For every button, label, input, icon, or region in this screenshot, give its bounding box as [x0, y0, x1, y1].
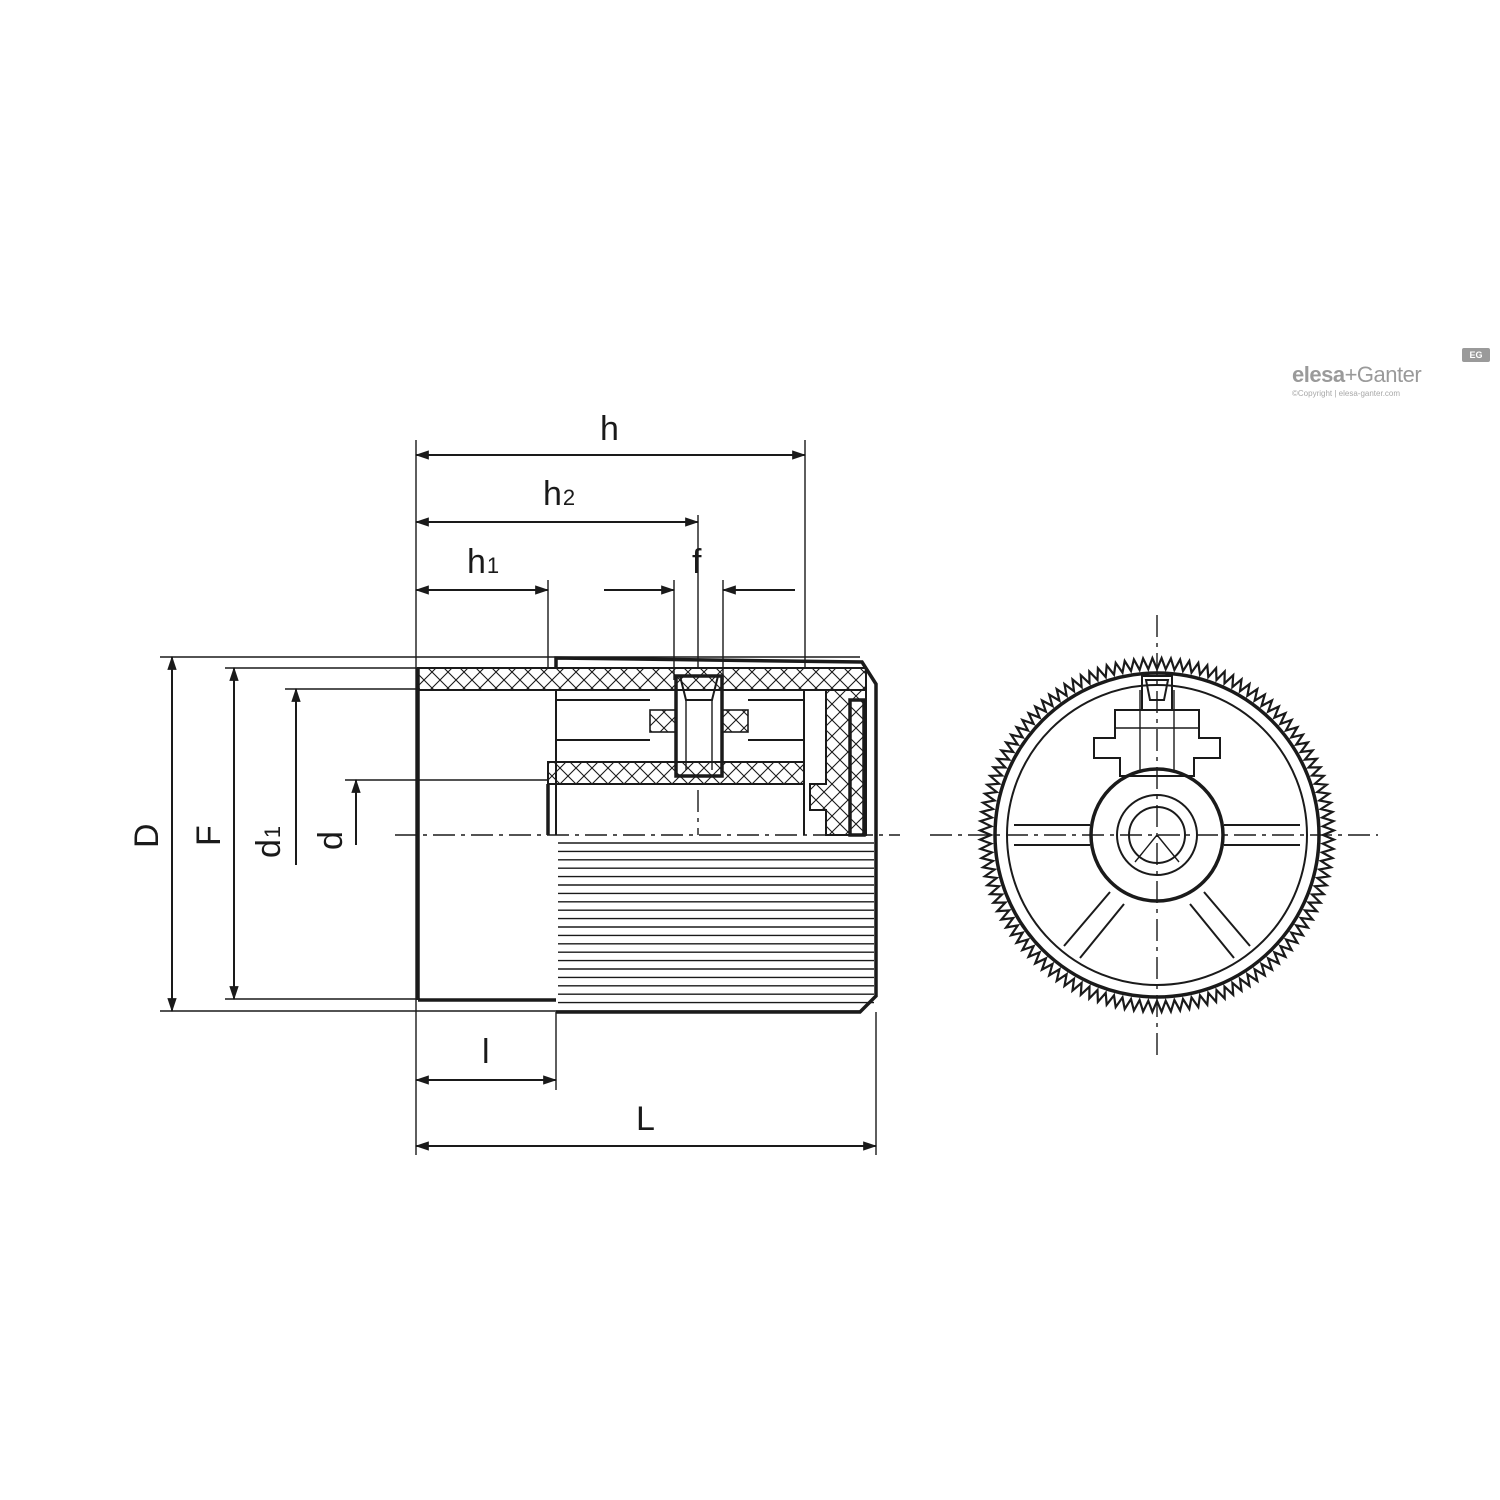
- front-view: [930, 615, 1378, 1055]
- label-F: F: [190, 825, 228, 846]
- label-f: f: [692, 543, 702, 581]
- knob-section: [416, 656, 878, 1014]
- brand-badge: EG: [1462, 348, 1490, 362]
- label-L: L: [636, 1100, 655, 1138]
- knurled-rim: [977, 655, 1337, 1015]
- label-h1: h1: [467, 543, 499, 581]
- label-h: h: [600, 410, 619, 448]
- label-d: d: [312, 831, 350, 850]
- spokes: [1014, 824, 1300, 959]
- label-l: l: [482, 1033, 490, 1071]
- extension-lines: [160, 440, 877, 1155]
- brand-name: elesa+Ganter: [1292, 362, 1422, 387]
- label-D: D: [128, 823, 166, 848]
- side-view: h h2 h1 f D F d1 d l L: [128, 410, 900, 1155]
- knurled-grip: [558, 842, 874, 1004]
- label-d1: d1: [250, 826, 288, 858]
- dimension-labels: h h2 h1 f D F d1 d l L: [128, 410, 702, 1138]
- brand-copyright: ©Copyright | elesa-ganter.com: [1292, 389, 1401, 398]
- brand-logo: EG elesa+Ganter ©Copyright | elesa-gante…: [1292, 348, 1490, 398]
- dimensions: [167, 450, 878, 1151]
- label-h2: h2: [543, 475, 575, 513]
- rim-teeth: [977, 655, 1337, 1015]
